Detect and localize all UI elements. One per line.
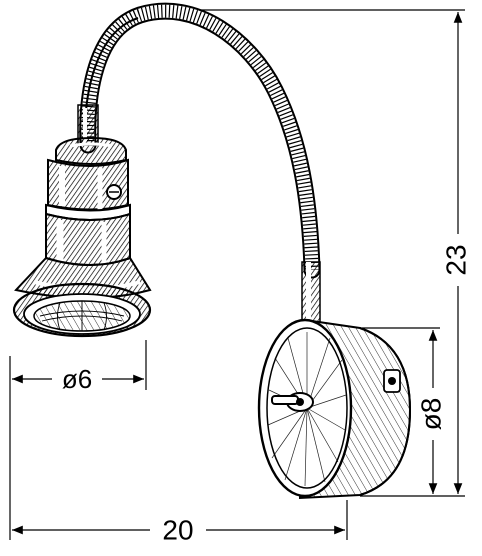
base-diameter-dimension: ø8 xyxy=(415,330,446,494)
gooseneck-arm xyxy=(77,2,321,323)
width-label: 20 xyxy=(162,514,193,545)
head-diameter-label: ø6 xyxy=(62,364,92,394)
base-diameter-label: ø8 xyxy=(415,398,446,431)
height-dimension: 23 xyxy=(440,12,471,494)
toggle-switch-icon xyxy=(271,392,314,412)
height-label: 23 xyxy=(440,244,471,275)
width-dimension: 20 xyxy=(12,514,345,545)
wall-base xyxy=(257,318,412,500)
spotlight-head xyxy=(12,136,152,338)
head-diameter-dimension: ø6 xyxy=(12,364,144,394)
